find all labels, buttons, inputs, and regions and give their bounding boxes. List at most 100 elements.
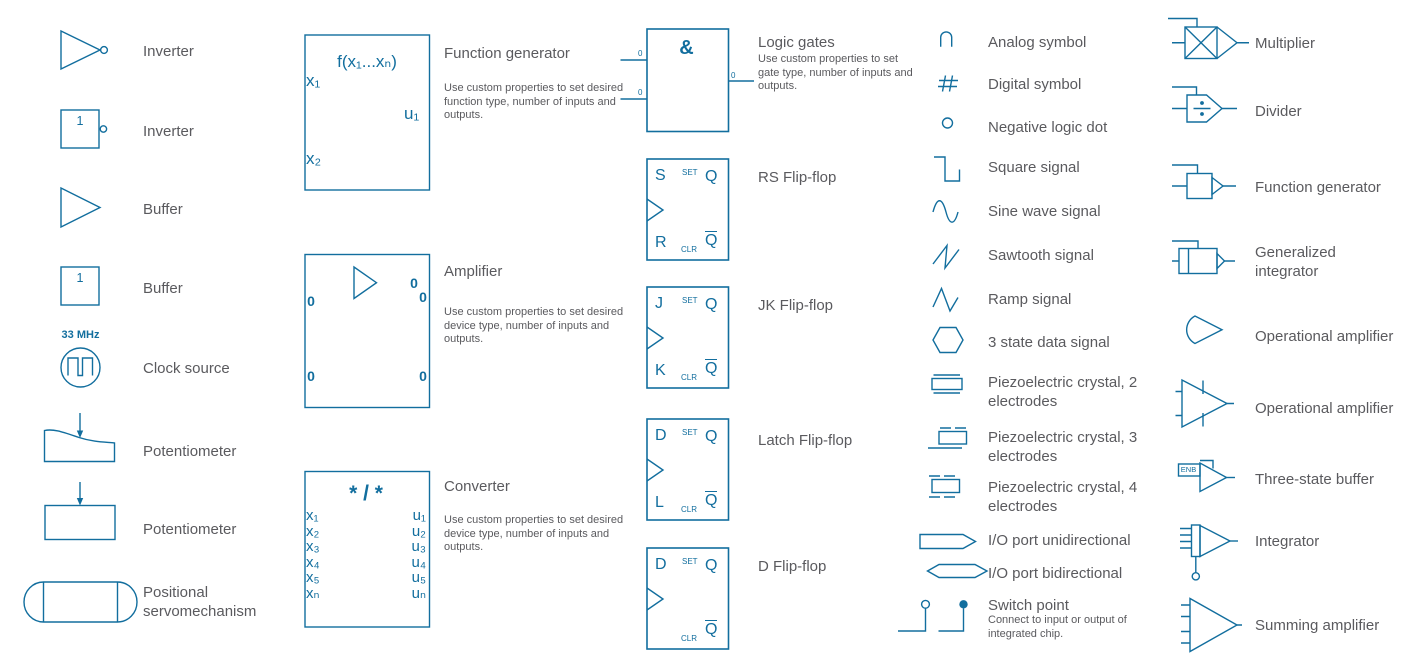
potentiometer-rect-symbol[interactable] bbox=[44, 482, 116, 541]
logic-gate-output-label: 0 bbox=[731, 71, 736, 80]
square-signal-symbol[interactable] bbox=[934, 156, 961, 182]
three-state-data-signal-symbol[interactable] bbox=[932, 326, 964, 354]
logic-gate-input-label-0: 0 bbox=[638, 49, 643, 58]
buffer-box-symbol[interactable] bbox=[60, 266, 100, 306]
desc-logic-gates: Use custom properties to set gate type, … bbox=[758, 53, 913, 92]
jk-flip-flop-symbol[interactable] bbox=[646, 286, 730, 389]
label-piezo-2: Piezoelectric crystal, 2 electrodes bbox=[988, 374, 1138, 410]
label-positional-servomechanism: Positional servomechanism bbox=[143, 584, 257, 620]
function-generator-input2: x₂ bbox=[306, 149, 322, 168]
potentiometer-wavy-symbol[interactable] bbox=[43, 413, 116, 463]
operational-amplifier-fan-symbol[interactable] bbox=[1186, 315, 1224, 345]
desc-amplifier: Use custom properties to set desired dev… bbox=[444, 306, 624, 345]
ff-d-q: Q bbox=[705, 557, 718, 574]
ff-jk-set: SET bbox=[682, 296, 698, 305]
analog-symbol[interactable] bbox=[940, 31, 953, 47]
label-integrator: Integrator bbox=[1255, 533, 1320, 550]
clock-frequency-text: 33 MHz bbox=[61, 329, 100, 341]
buffer-box-text: 1 bbox=[76, 271, 84, 285]
label-operational-amplifier-1: Operational amplifier bbox=[1255, 328, 1394, 345]
logic-gate-symbol[interactable] bbox=[620, 28, 755, 133]
title-converter: Converter bbox=[444, 478, 510, 495]
amplifier-port-0: 0 bbox=[307, 293, 315, 309]
piezo-crystal-3-symbol[interactable] bbox=[928, 427, 968, 449]
ff-jk-j: J bbox=[655, 295, 663, 312]
logic-gate-input-label-1: 0 bbox=[638, 88, 643, 97]
label-d-flip-flop: D Flip-flop bbox=[758, 558, 827, 575]
amplifier-port-4: 0 bbox=[419, 368, 427, 384]
io-port-bidirectional-symbol[interactable] bbox=[926, 563, 989, 579]
ff-jk-k: K bbox=[655, 362, 666, 379]
divider-symbol[interactable] bbox=[1172, 86, 1237, 123]
label-ramp-signal: Ramp signal bbox=[988, 291, 1072, 308]
inverter-triangle-symbol[interactable] bbox=[60, 29, 109, 71]
d-flip-flop-symbol[interactable] bbox=[646, 547, 730, 650]
label-negative-logic-dot: Negative logic dot bbox=[988, 119, 1108, 136]
label-buffer-box: Buffer bbox=[143, 280, 183, 297]
function-generator-output1: u₁ bbox=[404, 104, 420, 123]
label-piezo-4: Piezoelectric crystal, 4 electrodes bbox=[988, 479, 1138, 515]
positional-servomechanism-symbol[interactable] bbox=[23, 581, 138, 623]
io-port-unidirectional-symbol[interactable] bbox=[919, 533, 977, 550]
ramp-signal-symbol[interactable] bbox=[932, 286, 959, 313]
piezo-crystal-2-symbol[interactable] bbox=[931, 374, 963, 394]
function-generator-small-symbol[interactable] bbox=[1172, 164, 1236, 200]
label-clock-source: Clock source bbox=[143, 360, 230, 377]
inverter-box-text: 1 bbox=[76, 114, 84, 128]
desc-switch-point: Connect to input or output of integrated… bbox=[988, 614, 1127, 640]
label-switch-point: Switch point bbox=[988, 597, 1069, 614]
rs-flip-flop-symbol[interactable] bbox=[646, 158, 730, 261]
piezo-crystal-4-symbol[interactable] bbox=[929, 475, 961, 498]
title-amplifier: Amplifier bbox=[444, 263, 503, 280]
label-rs-flip-flop: RS Flip-flop bbox=[758, 169, 837, 186]
title-logic-gates: Logic gates bbox=[758, 34, 835, 51]
three-state-buffer-symbol[interactable] bbox=[1177, 459, 1236, 493]
digital-symbol[interactable] bbox=[938, 75, 958, 92]
summing-amplifier-symbol[interactable] bbox=[1181, 597, 1242, 653]
label-analog-symbol: Analog symbol bbox=[988, 34, 1087, 51]
label-operational-amplifier-2: Operational amplifier bbox=[1255, 400, 1394, 417]
multiplier-symbol[interactable] bbox=[1168, 17, 1249, 60]
operational-amplifier-triangle-symbol[interactable] bbox=[1175, 378, 1235, 429]
label-summing-amplifier: Summing amplifier bbox=[1255, 617, 1380, 634]
integrator-symbol[interactable] bbox=[1180, 524, 1238, 581]
ff-jk-q: Q bbox=[705, 296, 718, 313]
converter-box-symbol[interactable] bbox=[304, 470, 431, 628]
amplifier-box-symbol[interactable] bbox=[304, 253, 431, 409]
latch-flip-flop-symbol[interactable] bbox=[646, 418, 730, 521]
ff-d-set: SET bbox=[682, 557, 698, 566]
generalized-integrator-symbol[interactable] bbox=[1172, 240, 1235, 275]
label-multiplier: Multiplier bbox=[1255, 35, 1316, 52]
sawtooth-signal-symbol[interactable] bbox=[932, 243, 960, 271]
negative-logic-dot-symbol[interactable] bbox=[941, 117, 954, 129]
function-generator-box-symbol[interactable] bbox=[304, 34, 431, 191]
ff-d-qbar: Q bbox=[705, 620, 718, 638]
label-function-generator-small: Function generator bbox=[1255, 179, 1381, 196]
label-inverter-triangle: Inverter bbox=[143, 43, 194, 60]
ff-latch-q: Q bbox=[705, 428, 718, 445]
label-io-port-bidirectional: I/O port bidirectional bbox=[988, 565, 1123, 582]
label-sawtooth-signal: Sawtooth signal bbox=[988, 247, 1094, 264]
amplifier-port-2: 0 bbox=[419, 289, 427, 305]
label-divider: Divider bbox=[1255, 103, 1302, 120]
clock-source-symbol[interactable] bbox=[60, 347, 101, 388]
switch-point-symbol[interactable] bbox=[898, 599, 968, 632]
ff-rs-s: S bbox=[655, 167, 666, 184]
label-digital-symbol: Digital symbol bbox=[988, 76, 1082, 93]
ff-jk-clr: CLR bbox=[681, 373, 698, 382]
function-generator-header: f(x₁...xₙ) bbox=[337, 52, 397, 71]
desc-converter: Use custom properties to set desired dev… bbox=[444, 514, 624, 553]
label-latch-flip-flop: Latch Flip-flop bbox=[758, 432, 853, 449]
desc-function-generator: Use custom properties to set desired fun… bbox=[444, 82, 624, 121]
buffer-triangle-symbol[interactable] bbox=[60, 186, 102, 229]
ff-d-clr: CLR bbox=[681, 634, 698, 643]
ff-latch-set: SET bbox=[682, 428, 698, 437]
ff-rs-r: R bbox=[655, 234, 667, 251]
sine-wave-signal-symbol[interactable] bbox=[932, 200, 959, 223]
label-three-state-buffer: Three-state buffer bbox=[1255, 471, 1374, 488]
label-piezo-3: Piezoelectric crystal, 3 electrodes bbox=[988, 429, 1138, 465]
inverter-box-symbol[interactable] bbox=[60, 109, 108, 149]
